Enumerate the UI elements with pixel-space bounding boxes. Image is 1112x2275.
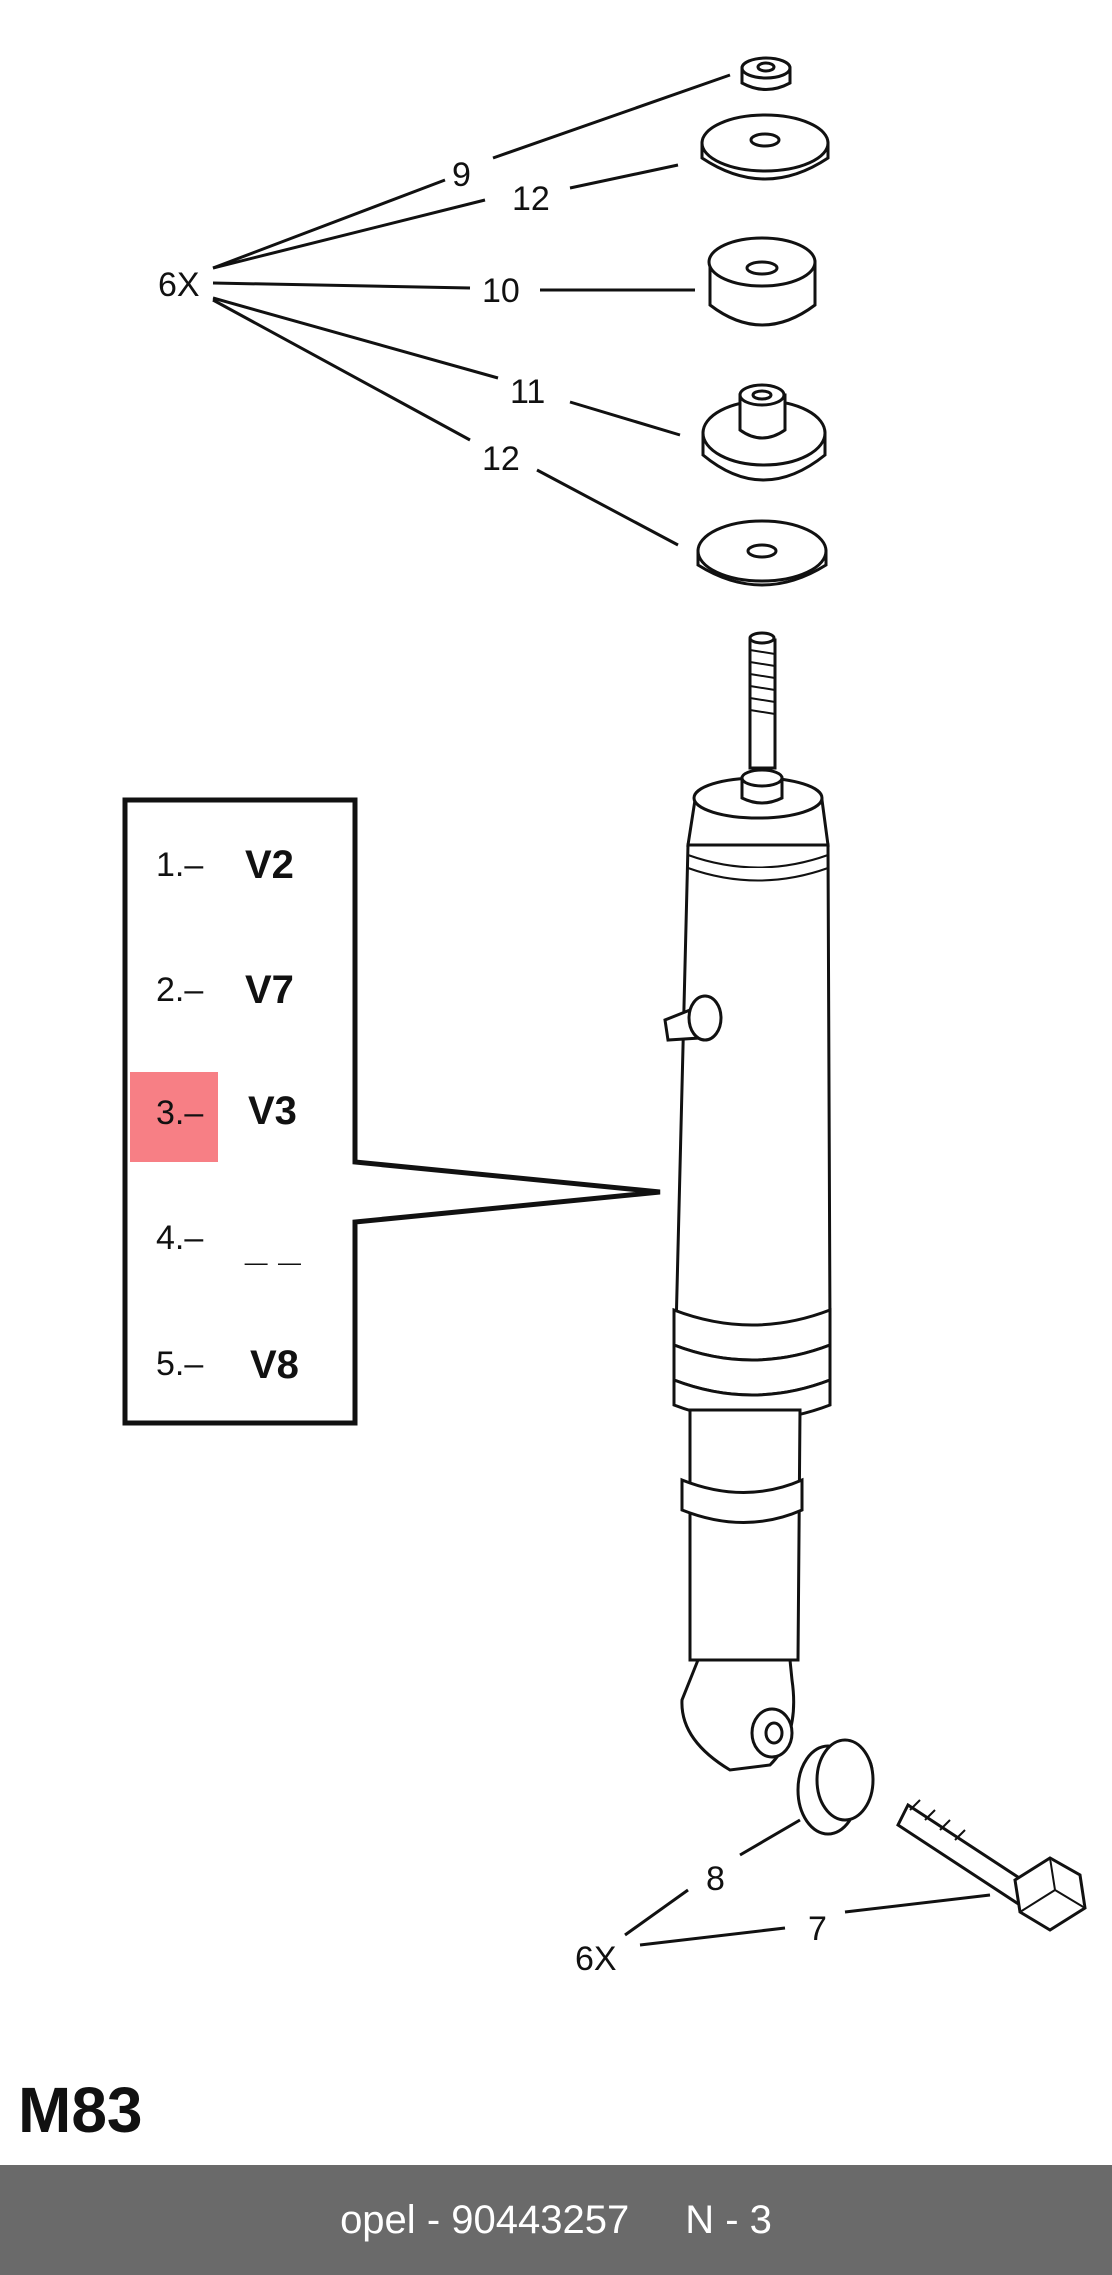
callout-7-label: 7 [808, 1910, 827, 1948]
leader-lines-top [212, 73, 731, 547]
leader-lines-bottom [624, 1818, 991, 1947]
callout-8-label: 8 [706, 1860, 725, 1898]
legend-code-4: _ _ [244, 1225, 301, 1269]
legend-num-5: 5.– [156, 1345, 203, 1383]
washer-bottom-part [796, 1738, 875, 1836]
callout-10-label: 10 [482, 272, 520, 310]
callout-labels: 6X 9 12 10 11 12 8 7 6X [158, 156, 827, 1978]
legend-frame [122, 797, 661, 1426]
legend-code-5: V8 [250, 1343, 299, 1387]
variant-legend: 1.– V2 2.– V7 3.– V3 4.– _ _ 5.– V8 [122, 797, 661, 1426]
footer-part-number: 90443257 [451, 2197, 630, 2242]
callout-9-label: 9 [452, 156, 471, 194]
rubber-bushing-lower-part [701, 383, 827, 482]
multiplier-top-label: 6X [158, 266, 200, 304]
legend-code-3: V3 [248, 1089, 297, 1133]
callout-12-top-label: 12 [512, 180, 550, 218]
legend-num-1: 1.– [156, 846, 203, 884]
footer-brand: opel [340, 2197, 416, 2242]
legend-code-1: V2 [245, 843, 294, 887]
diagram-code: M83 [18, 2074, 143, 2146]
legend-num-4: 4.– [156, 1219, 203, 1257]
footer-separator: - [426, 2197, 441, 2242]
legend-num-2: 2.– [156, 971, 203, 1009]
multiplier-bottom-label: 6X [575, 1940, 617, 1978]
bolt-part [896, 1799, 1087, 1932]
legend-code-2: V7 [245, 968, 294, 1012]
legend-highlight [130, 1072, 218, 1162]
nut-part [740, 56, 792, 91]
washer-top-part [700, 113, 830, 181]
callout-12-lower-label: 12 [482, 440, 520, 478]
footer-bar: opel - 90443257 N - 3 [0, 2165, 1112, 2275]
washer-lower-part [696, 519, 828, 587]
footer-page: N - 3 [685, 2197, 772, 2242]
callout-11-label: 11 [510, 373, 545, 411]
legend-num-3: 3.– [156, 1094, 203, 1132]
shock-absorber-part [663, 631, 832, 1772]
rubber-bushing-top-part [707, 236, 817, 327]
